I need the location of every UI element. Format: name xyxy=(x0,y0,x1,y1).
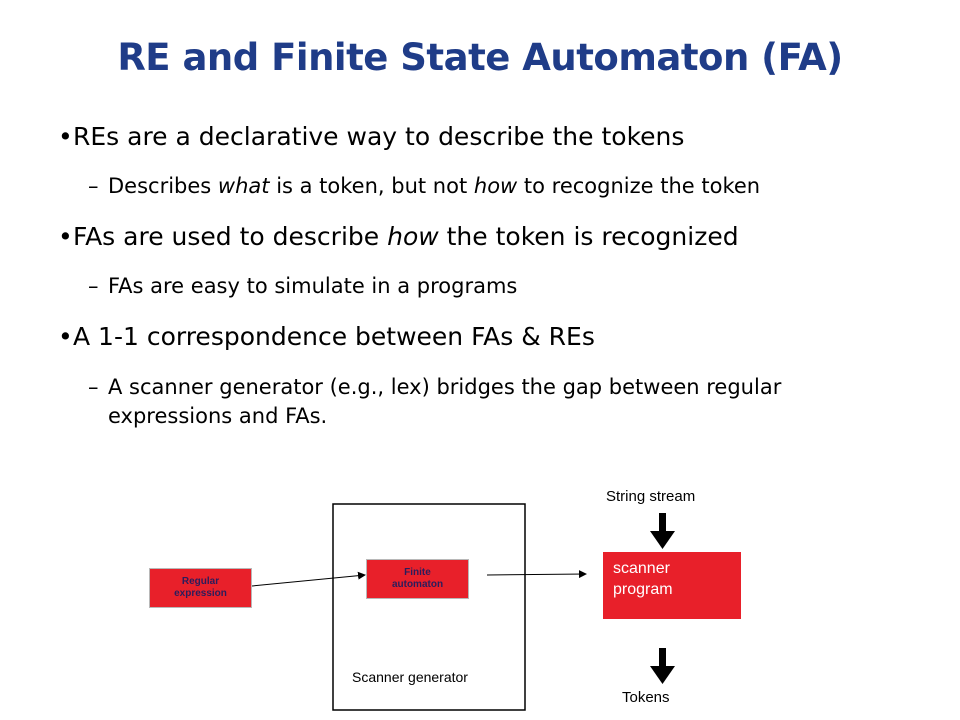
sub-bullet-1: – Describes what is a token, but not how… xyxy=(88,174,761,198)
sub-3-text: A scanner generator (e.g., lex) bridges … xyxy=(108,375,782,428)
sub-dash: – xyxy=(88,375,99,399)
sub-2-text: FAs are easy to simulate in a programs xyxy=(108,274,518,298)
bullet-2-em-how: how xyxy=(387,222,439,251)
regular-expression-box: Regular expression xyxy=(149,568,252,608)
sub-1-em-how: how xyxy=(473,174,518,198)
scanner-program-box: scanner program xyxy=(603,552,741,619)
sub-1-part3: to recognize the token xyxy=(517,174,761,198)
arrow-down-icon xyxy=(650,648,675,684)
finite-automaton-box: Finite automaton xyxy=(366,559,469,599)
bullet-2-part1: FAs are used to describe xyxy=(73,222,388,251)
sub-bullet-2: – FAs are easy to simulate in a programs xyxy=(88,274,518,298)
arrow-down-icon xyxy=(650,513,675,549)
bullet-2: • FAs are used to describe how the token… xyxy=(58,222,739,251)
sub-dash: – xyxy=(88,274,99,298)
sub-1-em-what: what xyxy=(217,174,270,198)
sub-bullet-3: – A scanner generator (e.g., lex) bridge… xyxy=(88,373,868,431)
bullet-dot: • xyxy=(58,222,73,251)
bullet-dot: • xyxy=(58,322,73,351)
bullet-1-text: REs are a declarative way to describe th… xyxy=(73,122,685,151)
tokens-label: Tokens xyxy=(622,689,670,706)
bullet-1: • REs are a declarative way to describe … xyxy=(58,122,685,151)
arrow-re-to-fa xyxy=(251,571,366,587)
string-stream-label: String stream xyxy=(606,488,696,505)
arrow-fa-to-scanner xyxy=(486,570,587,579)
bullet-2-part2: the token is recognized xyxy=(438,222,739,251)
sub-dash: – xyxy=(88,174,99,198)
sub-1-part1: Describes xyxy=(108,174,218,198)
bullet-dot: • xyxy=(58,122,73,151)
slide-title: RE and Finite State Automaton (FA) xyxy=(117,36,843,79)
scanner-generator-label: Scanner generator xyxy=(352,669,468,685)
bullet-3: • A 1-1 correspondence between FAs & REs xyxy=(58,322,595,351)
bullet-3-text: A 1-1 correspondence between FAs & REs xyxy=(73,322,595,351)
sub-1-part2: is a token, but not xyxy=(269,174,474,198)
